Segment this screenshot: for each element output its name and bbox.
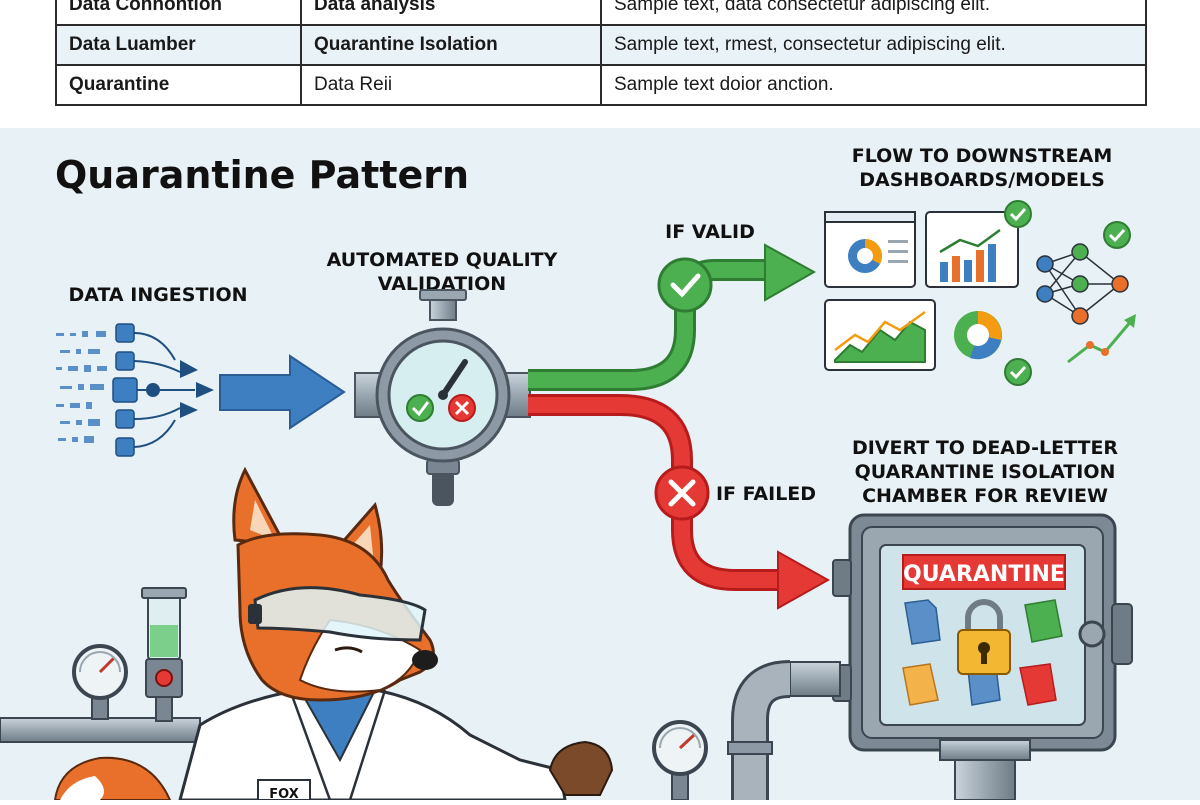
lab-pipes-left	[0, 587, 201, 743]
quarantine-sign: QUARANTINE	[903, 562, 1065, 587]
data-ingestion-icon	[56, 323, 214, 457]
downstream-label-line1: FLOW TO DOWNSTREAM	[852, 145, 1113, 167]
downstream-label-line2: DASHBOARDS/MODELS	[859, 169, 1105, 191]
chamber-inlet-pipe	[727, 660, 841, 800]
validation-label-line2: VALIDATION	[378, 273, 506, 295]
info-table: Data Connontion Data analysis Sample tex…	[55, 0, 1147, 106]
ingest-arrow	[219, 354, 346, 430]
divert-label-line2: QUARANTINE ISOLATION	[855, 461, 1116, 483]
pressure-gauge-icon	[652, 720, 708, 801]
failed-flow-path	[528, 394, 831, 610]
ingestion-label: DATA INGESTION	[68, 284, 247, 306]
table-cell: Data Luamber	[55, 24, 302, 66]
table-cell: Data Connontion	[55, 0, 302, 26]
table-row: Data Connontion Data analysis Sample tex…	[55, 0, 1147, 26]
validation-gauge-icon	[354, 289, 531, 506]
diagram-canvas: Quarantine Pattern DATA INGESTION AUTOMA…	[0, 145, 1136, 802]
table-row: Quarantine Data Reii Sample text doior a…	[55, 64, 1147, 106]
top-table-section: Data Connontion Data analysis Sample tex…	[0, 0, 1200, 128]
divert-label-line3: CHAMBER FOR REVIEW	[862, 485, 1108, 507]
table-row: Data Luamber Quarantine Isolation Sample…	[55, 24, 1147, 66]
quarantine-chamber-icon	[832, 513, 1133, 801]
table-cell: Sample text, rmest, consectetur adipisci…	[600, 24, 1147, 66]
downstream-dashboards-icon	[824, 200, 1136, 386]
validation-label-line1: AUTOMATED QUALITY	[327, 249, 558, 271]
table-cell: Sample text, data consectetur adipiscing…	[600, 0, 1147, 26]
table-cell: Data analysis	[300, 0, 602, 26]
fox-scientist-illustration	[53, 466, 614, 802]
quarantine-diagram: Quarantine Pattern DATA INGESTION AUTOMA…	[0, 128, 1200, 802]
valid-flow-path	[528, 243, 817, 391]
table-cell: Quarantine Isolation	[300, 24, 602, 66]
table-cell: Sample text doior anction.	[600, 64, 1147, 106]
diagram-title: Quarantine Pattern	[55, 153, 469, 197]
table-cell: Data Reii	[300, 64, 602, 106]
if-failed-label: IF FAILED	[716, 483, 816, 505]
fox-badge: FOX	[269, 787, 299, 800]
divert-label-line1: DIVERT TO DEAD-LETTER	[852, 437, 1118, 459]
table-cell: Quarantine	[55, 64, 302, 106]
if-valid-label: IF VALID	[665, 221, 755, 243]
